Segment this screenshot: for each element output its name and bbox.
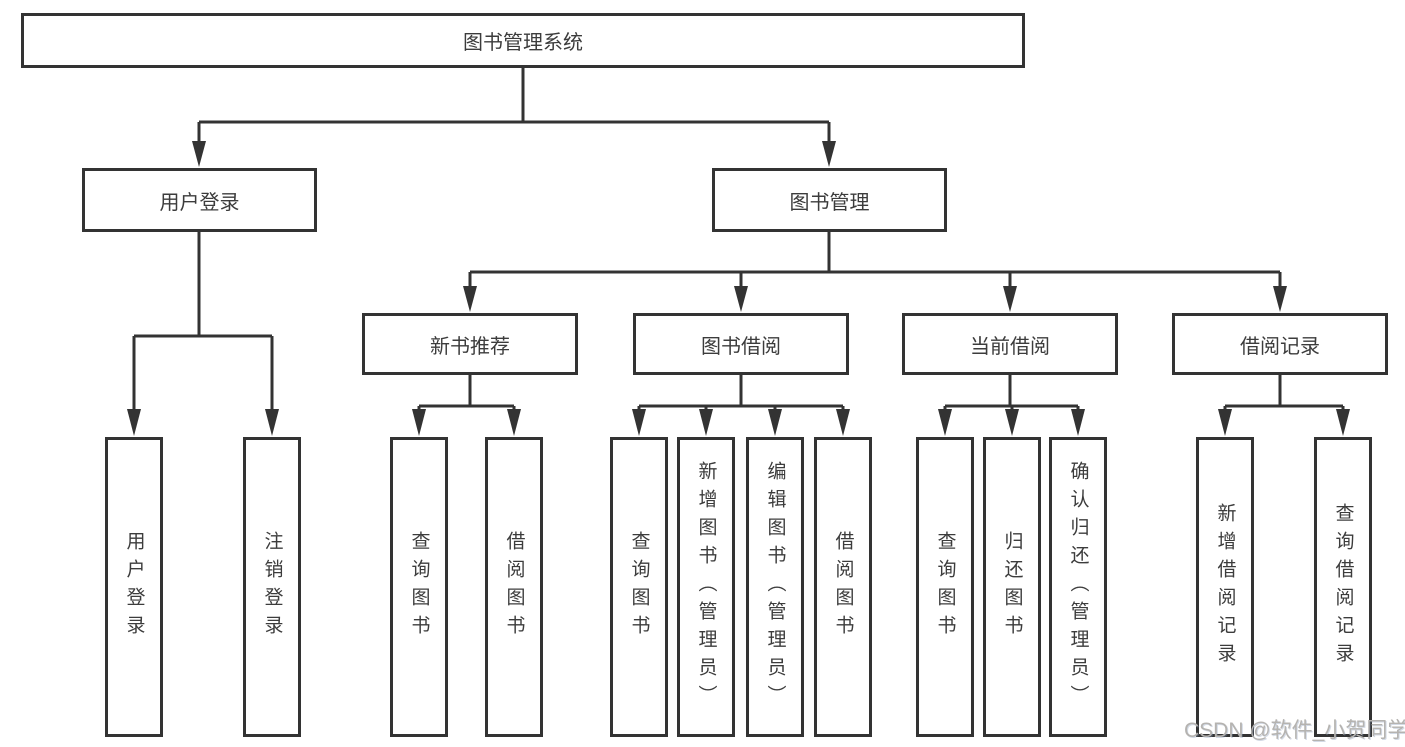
node-new-book-recommend: 新书推荐 xyxy=(362,313,578,375)
leaf-user-login: 用户登录 xyxy=(105,437,163,737)
leaf-query-books-recommend: 查询图书 xyxy=(390,437,448,737)
leaf-borrow-books: 借阅图书 xyxy=(814,437,872,737)
csdn-watermark: CSDN @软件_小贺同学 xyxy=(1184,719,1405,742)
leaf-borrow-books-recommend: 借阅图书 xyxy=(485,437,543,737)
leaf-add-books-admin: 新增图书（管理员） xyxy=(677,437,735,737)
node-book-management: 图书管理 xyxy=(712,168,947,232)
node-root-system: 图书管理系统 xyxy=(21,13,1025,68)
leaf-return-books: 归还图书 xyxy=(983,437,1041,737)
leaf-query-borrow-record: 查询借阅记录 xyxy=(1314,437,1372,737)
leaf-query-books-current: 查询图书 xyxy=(916,437,974,737)
leaf-confirm-return-admin: 确认归还（管理员） xyxy=(1049,437,1107,737)
node-user-login: 用户登录 xyxy=(82,168,317,232)
node-book-borrow: 图书借阅 xyxy=(633,313,849,375)
leaf-edit-books-admin: 编辑图书（管理员） xyxy=(746,437,804,737)
leaf-logout: 注销登录 xyxy=(243,437,301,737)
leaf-query-books-borrow: 查询图书 xyxy=(610,437,668,737)
leaf-add-borrow-record: 新增借阅记录 xyxy=(1196,437,1254,737)
node-borrow-records: 借阅记录 xyxy=(1172,313,1388,375)
node-current-borrow: 当前借阅 xyxy=(902,313,1118,375)
